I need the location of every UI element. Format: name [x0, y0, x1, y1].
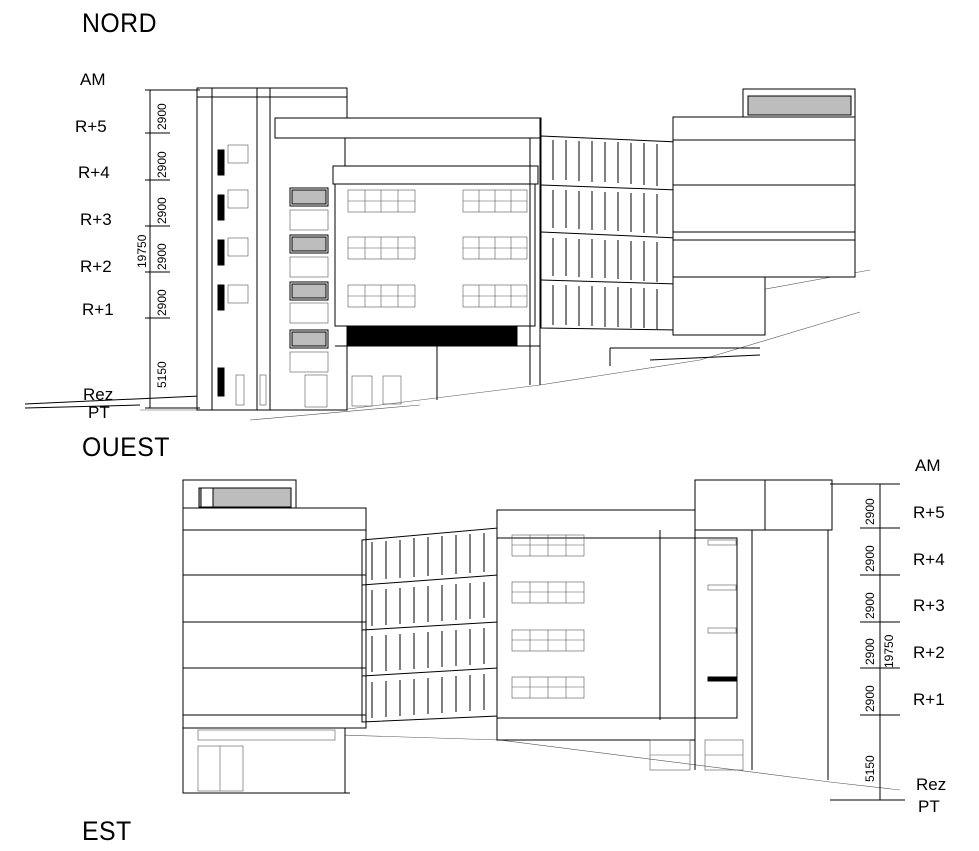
level-label-r3-est: R+3 — [913, 596, 945, 615]
dim-total-est: 19750 — [882, 634, 896, 668]
level-label-rez: Rez — [83, 385, 114, 404]
dim-total: 19750 — [135, 234, 149, 268]
view-title-ouest: OUEST — [82, 432, 170, 462]
curtain-wall-nord — [540, 135, 679, 331]
level-label-r1: R+1 — [82, 300, 114, 319]
dim-floor-r3-est: 2900 — [863, 592, 877, 619]
level-label-am-est: AM — [915, 456, 941, 475]
level-label-r1-est: R+1 — [913, 690, 945, 709]
level-label-am: AM — [80, 70, 106, 89]
dim-ground-est: 5150 — [863, 755, 877, 782]
dim-floor-r1-est: 2900 — [863, 685, 877, 712]
dim-ground: 5150 — [155, 361, 169, 388]
dim-floor-r5-est: 2900 — [863, 498, 877, 525]
dim-floor-r3: 2900 — [155, 197, 169, 224]
level-label-pt-est: PT — [918, 797, 940, 816]
est-elevation — [182, 479, 905, 801]
level-label-r5: R+5 — [75, 117, 107, 136]
level-label-r5-est: R+5 — [913, 503, 945, 522]
nord-elevation — [24, 87, 871, 421]
right-block — [672, 116, 856, 278]
view-title-est: EST — [82, 816, 132, 846]
level-label-r2: R+2 — [80, 257, 112, 276]
dim-floor-r2: 2900 — [155, 243, 169, 270]
level-label-r2-est: R+2 — [913, 643, 945, 662]
level-label-r4-est: R+4 — [913, 550, 945, 569]
est-windows — [511, 534, 744, 771]
level-label-pt: PT — [88, 403, 110, 422]
dim-floor-r4: 2900 — [155, 151, 169, 178]
level-label-rez-est: Rez — [916, 775, 947, 794]
curtain-wall-est — [361, 527, 499, 723]
dim-floor-r1: 2900 — [155, 289, 169, 316]
central-block-est — [496, 537, 738, 719]
central-block — [334, 183, 536, 327]
level-label-r4: R+4 — [78, 163, 110, 182]
nord-windows — [347, 189, 528, 308]
view-title-nord: NORD — [82, 8, 157, 38]
dim-floor-r4-est: 2900 — [863, 545, 877, 572]
level-label-r3: R+3 — [80, 210, 112, 229]
balconies — [289, 187, 329, 408]
dim-floor-r2-est: 2900 — [863, 638, 877, 665]
left-block-est — [182, 507, 367, 729]
dim-floor-r5: 2900 — [155, 103, 169, 130]
